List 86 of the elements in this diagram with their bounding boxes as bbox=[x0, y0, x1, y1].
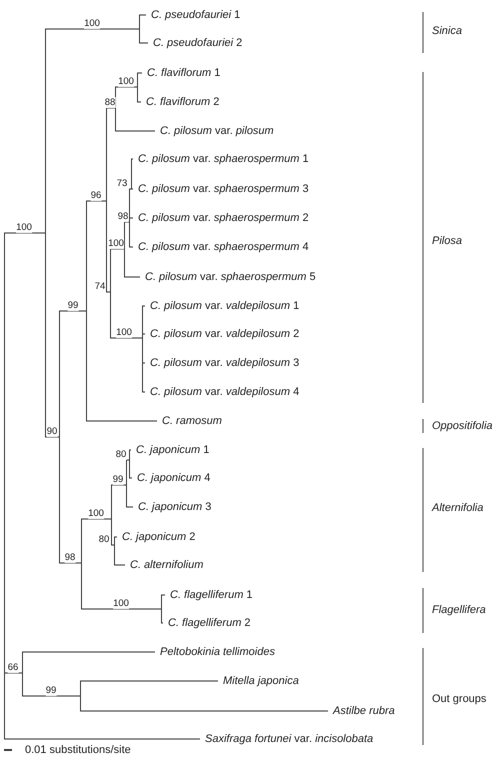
tree-branch bbox=[114, 86, 138, 88]
taxon-label: C. pilosum var. sphaerospermum 5 bbox=[140, 270, 316, 284]
tree-branch bbox=[86, 200, 106, 202]
bootstrap-value: 66 bbox=[8, 662, 18, 672]
bootstrap-value: 100 bbox=[16, 222, 32, 232]
taxon-label: C. pilosum var. valdepilosum 1 bbox=[145, 299, 300, 313]
clade-label: Out groups bbox=[432, 692, 486, 706]
clade-label: Alternifolia bbox=[432, 501, 484, 515]
taxon-label: Peltobokinia tellimoides bbox=[155, 645, 275, 659]
tree-branch bbox=[114, 130, 156, 132]
clade-label: Flagellifera bbox=[432, 603, 486, 617]
taxon-label: C. flaviflorum 1 bbox=[142, 66, 220, 80]
tree-node-line bbox=[130, 159, 132, 189]
taxon-label: C. japonicum 3 bbox=[133, 500, 212, 514]
bootstrap-value: 100 bbox=[108, 238, 124, 248]
tree-branch bbox=[136, 72, 142, 74]
clade-label: Oppositifolia bbox=[432, 419, 493, 433]
tree-node-line bbox=[138, 15, 140, 43]
bootstrap-value: 100 bbox=[84, 18, 100, 28]
taxon-label: C. ramosum bbox=[157, 414, 222, 428]
tree-node-line bbox=[128, 189, 130, 247]
taxon-label: C. pilosum var. sphaerospermum 2 bbox=[133, 211, 309, 225]
tree-branch bbox=[114, 564, 126, 566]
bootstrap-value: 100 bbox=[118, 76, 134, 86]
tree-branch bbox=[126, 506, 134, 508]
tree-node-line bbox=[136, 73, 138, 102]
clade-label: Sinica bbox=[432, 24, 462, 38]
bootstrap-value: 98 bbox=[118, 210, 128, 222]
taxon-label: C. alternifolium bbox=[125, 558, 204, 572]
tree-branch bbox=[138, 14, 146, 16]
taxon-label: C. pilosum var. sphaerospermum 4 bbox=[133, 240, 309, 254]
taxon-label: C. pilosum var. valdepilosum 4 bbox=[145, 385, 300, 399]
taxon-label: C. pseudofauriei 2 bbox=[148, 36, 242, 50]
tree-branch bbox=[44, 436, 60, 438]
bootstrap-value: 100 bbox=[88, 508, 104, 518]
bootstrap-value: 88 bbox=[104, 96, 116, 108]
taxon-label: Astilbe rubra bbox=[328, 704, 395, 718]
tree-node-line bbox=[80, 519, 82, 609]
tree-node-line bbox=[58, 311, 60, 563]
tree-branch bbox=[80, 608, 162, 610]
taxon-label: C. japonicum 1 bbox=[131, 443, 210, 457]
taxon-label: C. japonicum 4 bbox=[132, 471, 210, 485]
tree-branch bbox=[58, 562, 82, 564]
bootstrap-value: 80 bbox=[116, 448, 126, 460]
taxon-label: C. flagelliferum 2 bbox=[163, 616, 251, 630]
bootstrap-value: 99 bbox=[112, 474, 124, 484]
bootstrap-value: 74 bbox=[94, 280, 106, 292]
bootstrap-value: 73 bbox=[116, 178, 128, 188]
tree-branch bbox=[138, 42, 148, 44]
tree-node-line bbox=[160, 595, 162, 623]
bootstrap-value: 90 bbox=[46, 426, 58, 436]
bootstrap-value: 80 bbox=[98, 534, 110, 544]
bootstrap-value: 99 bbox=[46, 684, 56, 696]
taxon-label: C. flagelliferum 1 bbox=[165, 588, 253, 602]
taxon-label: C. pilosum var. sphaerospermum 3 bbox=[133, 182, 309, 196]
taxon-label: C. japonicum 2 bbox=[117, 530, 196, 544]
tree-branch bbox=[4, 738, 200, 740]
tree-node-line bbox=[110, 485, 112, 545]
tree-branch bbox=[80, 710, 328, 712]
taxon-label: C. flaviflorum 2 bbox=[141, 95, 220, 109]
bootstrap-value: 98 bbox=[64, 552, 76, 562]
taxon-label: C. pilosum var. pilosum bbox=[155, 124, 274, 138]
tree-branch bbox=[80, 518, 112, 520]
tree-branch bbox=[4, 672, 22, 674]
tree-node-line bbox=[128, 450, 130, 478]
tree-node-line bbox=[44, 29, 46, 437]
bootstrap-value: 96 bbox=[90, 190, 102, 200]
tree-branch bbox=[124, 276, 140, 278]
clade-label: Pilosa bbox=[432, 234, 462, 248]
taxon-label: Mitella japonica bbox=[218, 674, 299, 688]
bootstrap-value: 100 bbox=[113, 598, 129, 608]
taxon-label: C. pilosum var. valdepilosum 2 bbox=[145, 327, 300, 341]
taxon-label: Saxifraga fortunei var. incisolobata bbox=[200, 732, 374, 746]
bootstrap-value: 99 bbox=[68, 300, 78, 310]
taxon-label: C. pseudofauriei 1 bbox=[146, 8, 240, 22]
tree-branch bbox=[4, 232, 46, 234]
taxon-label: C. pilosum var. sphaerospermum 1 bbox=[133, 152, 309, 166]
scale-bar-label: 0.01 substitutions/site bbox=[25, 743, 131, 757]
taxon-label: C. pilosum var. valdepilosum 3 bbox=[145, 356, 300, 370]
tree-branch bbox=[110, 248, 124, 250]
tree-branch bbox=[44, 28, 140, 30]
bootstrap-value: 100 bbox=[116, 326, 132, 338]
tree-branch bbox=[58, 310, 86, 312]
tree-branch bbox=[110, 484, 126, 486]
tree-branch bbox=[86, 420, 158, 422]
tree-branch bbox=[80, 680, 218, 682]
